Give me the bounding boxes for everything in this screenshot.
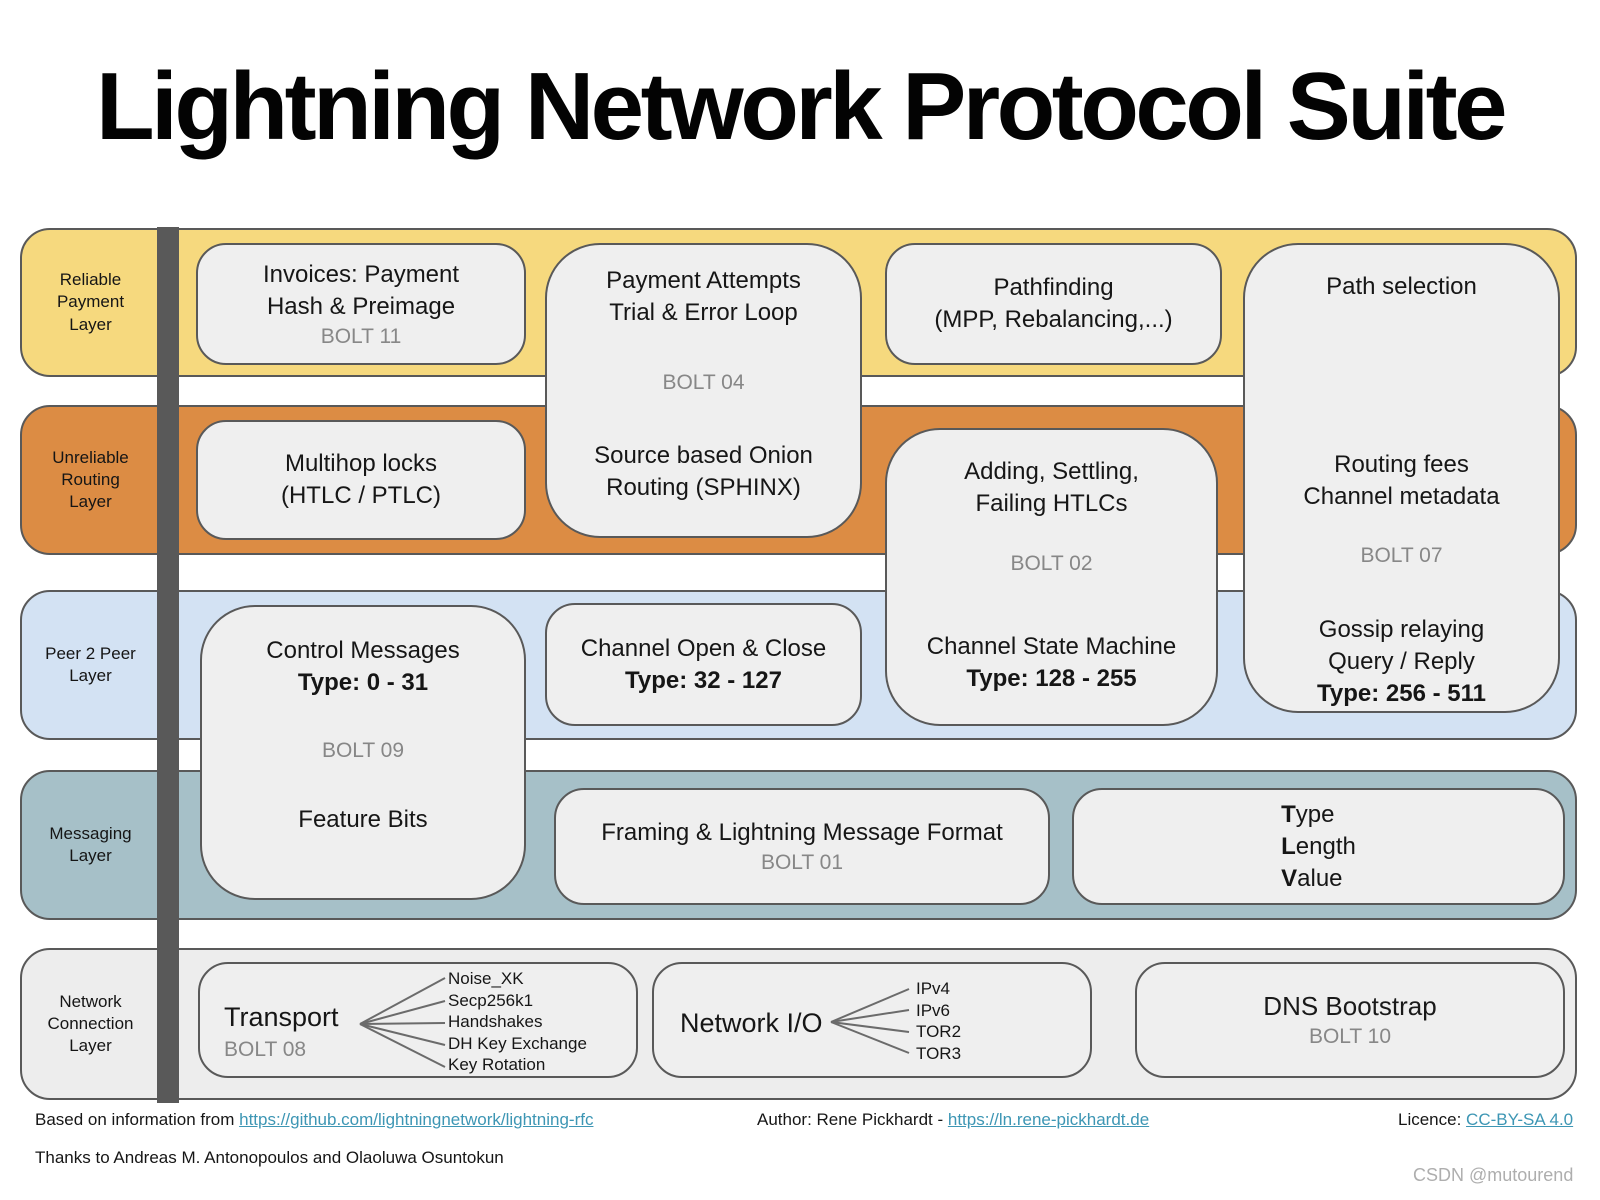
box-payment-attempts: Payment Attempts Trial & Error Loop BOLT… <box>545 243 862 538</box>
layer-label-reliable-payment: Reliable Payment Layer <box>56 270 125 334</box>
tlv-length-rest: ength <box>1295 832 1356 860</box>
box-invoices-title: Invoices: Payment Hash & Preimage <box>262 260 460 320</box>
watermark: CSDN @mutourend <box>1413 1165 1574 1185</box>
bolt-04-label: BOLT 04 <box>662 371 745 394</box>
footer-based-on: Based on information from https://github… <box>35 1110 593 1130</box>
layer-separator-bar <box>157 227 179 1103</box>
box-channel-state-type-range: Type: 128 - 255 <box>966 665 1137 692</box>
box-routing-fees-title: Routing fees Channel metadata <box>1303 451 1500 510</box>
transport-item: Handshakes <box>448 1012 543 1032</box>
layer-label-peer2peer: Peer 2 Peer Layer <box>45 643 136 685</box>
tlv-line-type: Type <box>1281 799 1356 831</box>
layer-label-unreliable-routing: Unreliable Routing Layer <box>52 447 129 512</box>
box-transport: Transport BOLT 08 Noise_XK Secp256k1 Han… <box>198 962 638 1078</box>
bolt-10-label: BOLT 10 <box>1308 1025 1392 1048</box>
footer-author: Author: Rene Pickhardt - https://ln.rene… <box>757 1110 1149 1130</box>
box-payment-attempts-title: Payment Attempts Trial & Error Loop <box>606 267 801 326</box>
tlv-type-initial: T <box>1281 800 1296 828</box>
box-htlc-lifecycle-title: Adding, Settling, Failing HTLCs <box>964 458 1139 517</box>
bolt-11-label: BOLT 11 <box>320 324 402 348</box>
box-control-messages: Control Messages Type: 0 - 31 BOLT 09 Fe… <box>200 605 526 900</box>
box-gossip-type-range: Type: 256 - 511 <box>1317 680 1486 707</box>
box-onion-routing-title: Source based Onion Routing (SPHINX) <box>594 442 813 501</box>
network-io-item: IPv6 <box>916 1000 951 1020</box>
box-control-messages-title: Control Messages <box>266 637 460 664</box>
network-io-item: TOR2 <box>916 1022 962 1041</box>
box-feature-bits-title: Feature Bits <box>298 806 428 833</box>
box-dns-bootstrap: DNS Bootstrap BOLT 10 <box>1135 962 1565 1078</box>
bolt-08-label: BOLT 08 <box>224 1038 307 1061</box>
network-io-fanout-list: IPv4 IPv6 TOR2 TOR3 <box>916 978 961 1064</box>
tlv-type-rest: ype <box>1295 800 1335 828</box>
footer-thanks: Thanks to Andreas M. Antonopoulos and Ol… <box>35 1148 504 1167</box>
box-path-selection-title: Path selection <box>1326 273 1477 300</box>
box-channel-open-close: Channel Open & Close Type: 32 - 127 <box>545 603 862 726</box>
tlv-value-rest: alue <box>1297 864 1343 892</box>
diagram-title: Lightning Network Protocol Suite <box>96 53 1507 160</box>
transport-fanout-list: Noise_XK Secp256k1 Handshakes DH Key Exc… <box>448 968 587 1076</box>
box-channel-open-type-range: Type: 32 - 127 <box>625 666 782 694</box>
bolt-01-label: BOLT 01 <box>760 851 844 874</box>
box-gossip-title: Gossip relaying Query / Reply <box>1318 616 1485 675</box>
author-link[interactable]: https://ln.rene-pickhardt.de <box>947 1110 1150 1129</box>
box-channel-state-machine-title: Channel State Machine <box>926 633 1177 660</box>
github-link[interactable]: https://github.com/lightningnetwork/ligh… <box>239 1110 594 1129</box>
footer-author-text: Author: Rene Pickhardt - <box>757 1110 948 1129</box>
box-tlv: Type Length Value <box>1072 788 1565 905</box>
tlv-line-value: Value <box>1281 863 1356 895</box>
licence-link[interactable]: CC-BY-SA 4.0 <box>1466 1110 1574 1129</box>
transport-item: Key Rotation <box>448 1055 546 1075</box>
network-io-item: TOR3 <box>916 1043 962 1063</box>
tlv-line-length: Length <box>1281 831 1356 863</box>
box-control-type-range: Type: 0 - 31 <box>297 669 429 696</box>
box-multihop-locks-title: Multihop locks (HTLC / PTLC) <box>280 450 441 509</box>
footer-licence: Licence: CC-BY-SA 4.0 <box>1398 1110 1573 1130</box>
box-channel-open-close-title: Channel Open & Close <box>580 634 827 662</box>
tlv-lines: Type Length Value <box>1281 799 1356 895</box>
box-invoices: Invoices: Payment Hash & Preimage BOLT 1… <box>196 243 526 365</box>
transport-fanout-lines <box>359 977 446 1068</box>
transport-item: DH Key Exchange <box>448 1033 587 1053</box>
box-pathfinding: Pathfinding (MPP, Rebalancing,...) <box>885 243 1222 365</box>
layer-label-messaging: Messaging Layer <box>49 823 132 865</box>
footer-licence-text: Licence: <box>1398 1110 1467 1129</box>
network-io-item: IPv4 <box>916 979 951 998</box>
box-multihop-locks: Multihop locks (HTLC / PTLC) <box>196 420 526 540</box>
box-network-io: Network I/O IPv4 IPv6 TOR2 TOR3 <box>652 962 1092 1078</box>
box-network-io-title: Network I/O <box>680 1008 823 1038</box>
box-framing-title: Framing & Lightning Message Format <box>601 819 1003 846</box>
box-pathfinding-title: Pathfinding (MPP, Rebalancing,...) <box>934 274 1173 333</box>
box-htlc-lifecycle: Adding, Settling, Failing HTLCs BOLT 02 … <box>885 428 1218 726</box>
bolt-09-label: BOLT 09 <box>321 739 405 762</box>
bolt-02-label: BOLT 02 <box>1010 552 1093 575</box>
box-path-selection: Path selection Routing fees Channel meta… <box>1243 243 1560 713</box>
box-dns-bootstrap-title: DNS Bootstrap <box>1263 991 1437 1021</box>
transport-item: Noise_XK <box>448 969 524 988</box>
transport-item: Secp256k1 <box>448 990 534 1010</box>
network-io-fanout-lines <box>830 988 910 1054</box>
footer-based-on-text: Based on information from <box>35 1110 240 1129</box>
box-framing: Framing & Lightning Message Format BOLT … <box>554 788 1050 905</box>
layer-label-network-connection: Network Connection Layer <box>47 991 134 1056</box>
box-transport-title: Transport <box>224 1002 339 1032</box>
bolt-07-label: BOLT 07 <box>1360 544 1443 567</box>
tlv-value-initial: V <box>1281 864 1298 892</box>
tlv-length-initial: L <box>1281 832 1296 860</box>
